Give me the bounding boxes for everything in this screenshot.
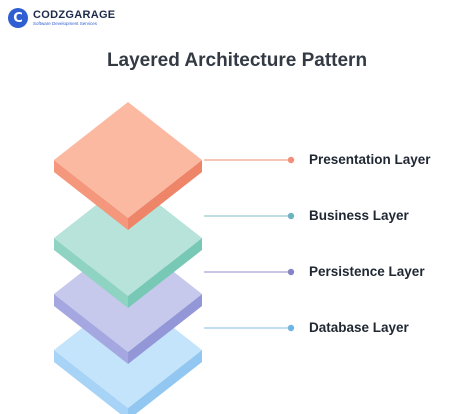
brand-name: CODZGARAGE xyxy=(33,8,116,21)
layer-presentation-top-face xyxy=(54,102,202,218)
layer-label-persistence: Persistence Layer xyxy=(309,264,425,279)
connector-dot-persistence xyxy=(287,268,295,276)
connector-dot-business xyxy=(287,212,295,220)
connector-dot-database xyxy=(287,324,295,332)
layer-business-top-face xyxy=(54,180,202,296)
brand-tagline: Software Development Services xyxy=(33,20,98,26)
layer-presentation xyxy=(54,102,202,230)
layer-presentation-right-face xyxy=(128,160,202,230)
layer-label-business: Business Layer xyxy=(309,208,409,223)
layer-business-right-face xyxy=(128,238,202,308)
layer-label-database: Database Layer xyxy=(309,320,409,335)
logo-letter: C xyxy=(13,10,23,26)
layer-database-left-face xyxy=(54,350,128,414)
layer-persistence-left-face xyxy=(54,294,128,364)
layer-persistence-right-face xyxy=(128,294,202,364)
layer-business-left-face xyxy=(54,238,128,308)
layer-label-presentation: Presentation Layer xyxy=(309,152,431,167)
layer-presentation-left-face xyxy=(54,160,128,230)
logo-icon: C xyxy=(8,8,28,28)
connector-dot-presentation xyxy=(287,156,295,164)
layer-business xyxy=(54,180,202,308)
diagram-title: Layered Architecture Pattern xyxy=(106,50,368,71)
brand-header: C CODZGARAGE Software Development Servic… xyxy=(8,8,115,28)
brand-text: CODZGARAGE Software Development Services xyxy=(33,8,116,27)
layer-database-right-face xyxy=(128,350,202,414)
